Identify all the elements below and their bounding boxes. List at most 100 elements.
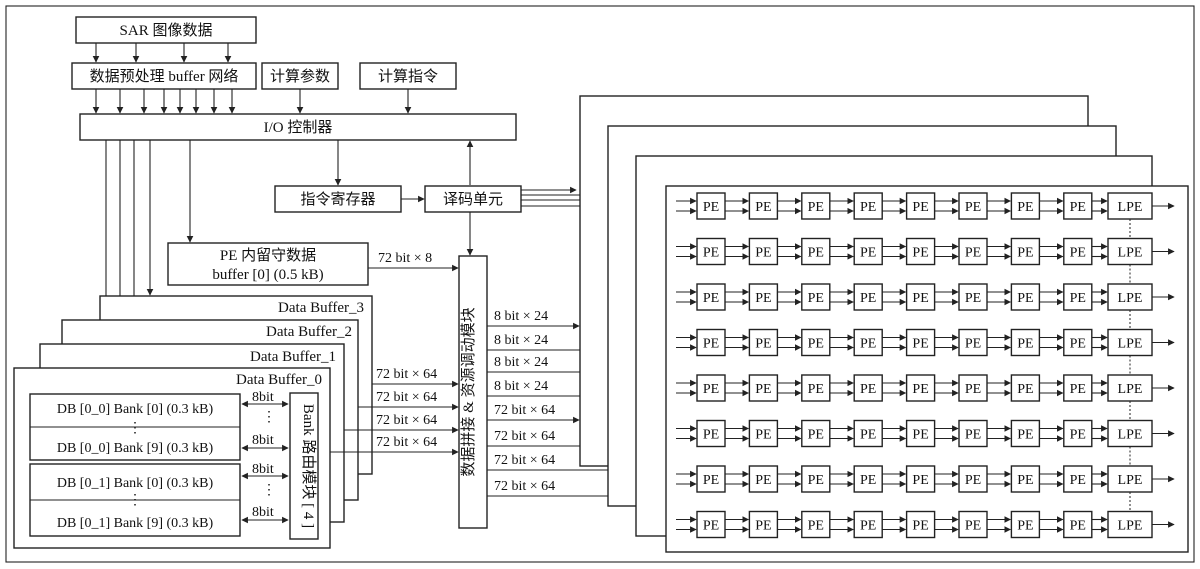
pe-cell <box>748 283 779 311</box>
bank-0-1-ellipsis: ⋮ <box>128 493 142 508</box>
pe-cell-label: PE <box>1070 246 1086 261</box>
data-arrange-label: 数据拼接 & 资源调动模块 <box>460 307 477 476</box>
pe-cell-label: PE <box>912 519 928 534</box>
pe-cell <box>1010 510 1041 539</box>
output-bus-width-label: 8 bit × 24 <box>494 379 548 394</box>
pe-cell-label: PE <box>808 246 824 261</box>
pe-cell-label: PE <box>1070 473 1086 488</box>
pe-cell-label: PE <box>912 246 928 261</box>
decode-unit-label: 译码单元 <box>443 191 503 208</box>
bank-0-1-9: DB [0_1] Bank [9] (0.3 kB) <box>57 516 214 531</box>
pe-cell <box>696 283 726 311</box>
pe-cell <box>696 328 726 357</box>
pe-cell-label: PE <box>1017 337 1033 352</box>
pe-cell <box>1063 192 1093 220</box>
pe-cell-label: PE <box>755 382 771 397</box>
lpe-cell-label: LPE <box>1118 200 1143 215</box>
pe-cell-label: PE <box>703 473 719 488</box>
pe-cell-label: PE <box>965 428 981 443</box>
output-bus-width-label: 72 bit × 64 <box>494 453 555 468</box>
pe-cell-label: PE <box>1070 291 1086 306</box>
pe-cell-label: PE <box>703 337 719 352</box>
pe-cell <box>853 374 883 402</box>
pe-cell <box>958 419 988 448</box>
pe-cell <box>958 328 988 357</box>
pe-grid: PE PE PE PE PE PE PE PE LPE PE PE PE PE PE PE PE PE LPE PE… <box>676 192 1175 539</box>
pe-cell <box>696 192 726 220</box>
pe-cell <box>801 237 831 266</box>
pe-cell-label: PE <box>860 519 876 534</box>
pe-cell-label: PE <box>808 337 824 352</box>
pe-cell <box>696 237 726 266</box>
pe-cell <box>853 283 883 311</box>
lpe-cell <box>1107 283 1153 311</box>
pe-cell-label: PE <box>808 428 824 443</box>
pe-cell-label: PE <box>860 200 876 215</box>
pe-cell <box>905 283 936 311</box>
outer-frame <box>5 5 1195 563</box>
pe-buffer-width-label: 72 bit × 8 <box>378 251 432 266</box>
pe-cell-label: PE <box>860 246 876 261</box>
bank-width-4: 8bit <box>252 505 274 520</box>
pe-cell-label: PE <box>1017 246 1033 261</box>
pe-cell <box>853 328 883 357</box>
pe-cell-label: PE <box>1070 337 1086 352</box>
pe-cell-label: PE <box>703 428 719 443</box>
instr-register-label: 指令寄存器 <box>300 190 375 208</box>
pe-cell-label: PE <box>703 291 719 306</box>
data-arrange-box <box>458 255 488 529</box>
pe-cell-label: PE <box>860 473 876 488</box>
pe-cell <box>1010 328 1041 357</box>
pe-cell-label: PE <box>808 519 824 534</box>
pe-cell <box>801 374 831 402</box>
pe-cell <box>801 510 831 539</box>
pe-cell <box>801 192 831 220</box>
lpe-cell <box>1107 328 1153 357</box>
pe-cell-label: PE <box>808 473 824 488</box>
bank-bus-width-label: 72 bit × 64 <box>376 390 437 405</box>
pe-cell-label: PE <box>1017 473 1033 488</box>
io-controller-label: I/O 控制器 <box>264 119 333 136</box>
pe-cell <box>1063 510 1093 539</box>
pe-cell-label: PE <box>755 291 771 306</box>
output-bus-width-label: 8 bit × 24 <box>494 355 548 370</box>
lpe-cell-label: LPE <box>1118 428 1143 443</box>
pe-cell-label: PE <box>703 200 719 215</box>
pe-cell <box>1010 283 1041 311</box>
pe-cell <box>1063 465 1093 493</box>
pe-cell-label: PE <box>1017 519 1033 534</box>
pe-cell-label: PE <box>1017 200 1033 215</box>
pe-cell-label: PE <box>860 291 876 306</box>
pe-cell-label: PE <box>860 382 876 397</box>
pe-cell <box>1010 237 1041 266</box>
output-bus-width-label: 72 bit × 64 <box>494 429 555 444</box>
calc-params-box <box>261 62 339 90</box>
instr-register-box <box>274 185 402 213</box>
pe-cell-label: PE <box>965 473 981 488</box>
bank-router-label: Bank 路由模块 [ 4 ] <box>300 404 317 528</box>
calc-params-label: 计算参数 <box>270 67 330 85</box>
pe-cell-label: PE <box>703 246 719 261</box>
pe-cell <box>696 374 726 402</box>
output-bus-width-label: 8 bit × 24 <box>494 309 548 324</box>
pe-cell-label: PE <box>703 382 719 397</box>
pe-cell-label: PE <box>808 382 824 397</box>
decode-unit-box <box>424 185 522 213</box>
pe-cell <box>748 374 779 402</box>
pe-cell-label: PE <box>965 200 981 215</box>
lpe-cell-label: LPE <box>1118 473 1143 488</box>
pe-cell <box>958 192 988 220</box>
pe-cell <box>748 465 779 493</box>
pe-cell <box>905 192 936 220</box>
bank-bus-width-label: 72 bit × 64 <box>376 367 437 382</box>
pe-cell <box>905 419 936 448</box>
pe-cell <box>1063 237 1093 266</box>
pe-cell-label: PE <box>965 382 981 397</box>
pe-cell <box>905 465 936 493</box>
pe-cell <box>1063 374 1093 402</box>
bank-bus-width-label: 72 bit × 64 <box>376 413 437 428</box>
calc-instr-label: 计算指令 <box>378 67 438 85</box>
pe-cell-label: PE <box>912 337 928 352</box>
lpe-cell-label: LPE <box>1118 337 1143 352</box>
